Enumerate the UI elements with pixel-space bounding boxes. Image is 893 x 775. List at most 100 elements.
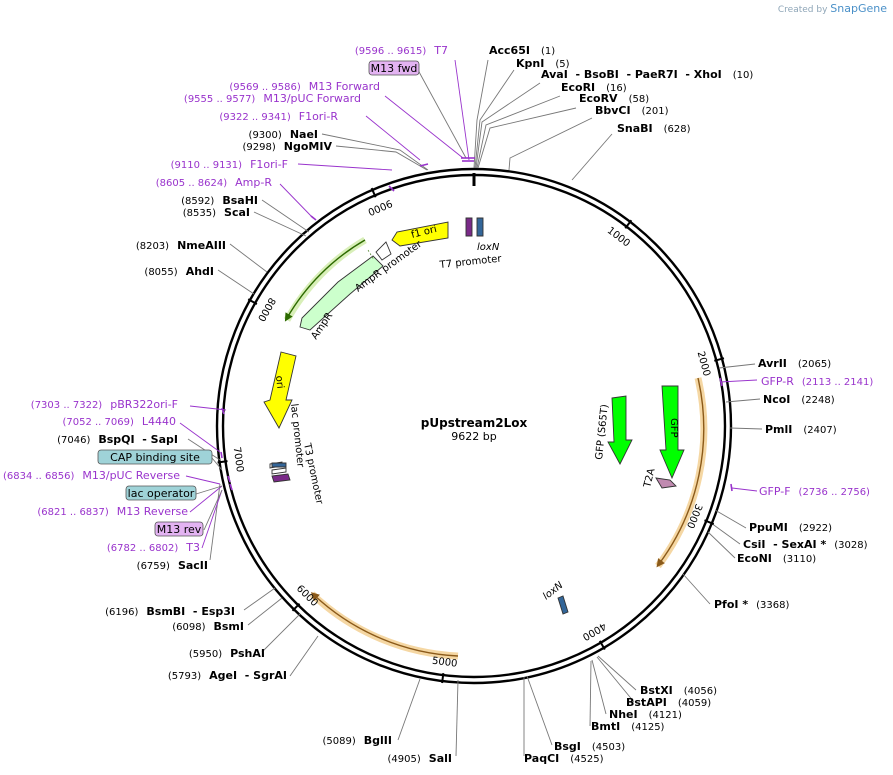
- site-csii-name: CsiI - SexAI *: [743, 538, 826, 551]
- primer-tick-gfpr: [719, 377, 723, 387]
- feature-label-t2a: T2A: [642, 467, 658, 490]
- orf-arc-right: [656, 377, 705, 568]
- site-bbvci-name: BbvCI: [595, 104, 631, 117]
- snapgene-brand: Created by SnapGene: [778, 2, 887, 15]
- leader-avai: [475, 82, 541, 169]
- leader-agei: [289, 635, 319, 677]
- site-snabi: SnaBI(628): [617, 122, 691, 135]
- feature-label-gfp-s65t: GFP (S65T): [594, 404, 611, 461]
- primer-m13puc-reverse: (6834 .. 6856)M13/pUC Reverse: [3, 469, 180, 482]
- site-naei: (9300)NaeI: [249, 128, 318, 141]
- primer-leaders: [179, 59, 758, 549]
- site-sali-pos: (4905): [388, 754, 421, 765]
- feature-gfp: [659, 385, 685, 480]
- leader-pmli: [729, 427, 763, 430]
- site-bmti: BmtI(4125): [591, 720, 665, 733]
- tick-mark: [441, 672, 445, 684]
- leader-naei: [321, 133, 429, 171]
- site-naei-pos: (9300): [249, 130, 282, 141]
- primer-amp-r-name: Amp-R: [235, 176, 272, 189]
- site-avai-name: AvaI - BsoBI - PaeR7I - XhoI: [541, 68, 722, 81]
- site-snabi-name: SnaBI: [617, 122, 653, 135]
- site-nmeaiii: (8203)NmeAIII: [136, 239, 226, 252]
- primer-gfp-r-name: GFP-R: [761, 375, 794, 388]
- site-sali: (4905) SalI: [388, 752, 452, 765]
- feature-cap-mark: [271, 462, 287, 468]
- site-bmti-name: BmtI: [591, 720, 620, 733]
- primer-f1ori-f-pos: (9110 .. 9131): [171, 160, 243, 171]
- primer-t7-name: T7: [433, 44, 448, 57]
- site-pmli-name: PmlI: [765, 423, 792, 436]
- leader-primer-pbr322: [189, 405, 227, 411]
- site-ncoi-name: NcoI: [763, 393, 790, 406]
- primer-l4440-name: L4440: [142, 415, 176, 428]
- site-bstxi-pos: (4056): [684, 686, 717, 697]
- leader-primer-gfpf: [731, 487, 758, 492]
- primer-gfp-r: GFP-R(2113 .. 2141): [761, 375, 873, 388]
- site-agei: (5793)AgeI - SgrAI: [168, 669, 287, 682]
- leader-m13rev-box: [203, 489, 223, 531]
- leader-primer-f1orif: [297, 163, 393, 171]
- leader-primer-m13puc-rev: [185, 475, 221, 485]
- leader-ngomiv: [335, 145, 428, 171]
- ampr-promoter-dash: [367, 249, 375, 261]
- site-ppumi-pos: (2922): [799, 523, 832, 534]
- tick-mark: [598, 640, 606, 651]
- primer-f1ori-f: (9110 .. 9131) F1ori-F: [171, 158, 288, 171]
- site-bsmi: (6098)BsmI: [172, 620, 244, 633]
- site-avai: AvaI - BsoBI - PaeR7I - XhoI(10): [541, 68, 753, 81]
- site-bbvci-pos: (201): [642, 106, 669, 117]
- primer-m13-forward-name: M13 Forward: [309, 80, 380, 93]
- site-bbvci: BbvCI (201): [595, 104, 669, 117]
- leader-primer-ampr: [279, 183, 314, 219]
- leader-kpni: [474, 69, 515, 169]
- site-avrii: AvrII(2065): [758, 357, 831, 370]
- primer-t3-pos: (6782 .. 6802): [107, 543, 179, 554]
- tick-label: 7000: [231, 446, 245, 473]
- primer-f1ori-f-name: F1ori-F: [250, 158, 288, 171]
- primer-m13puc-forward-pos: (9555 .. 9577): [184, 94, 256, 105]
- site-ngomiv-pos: (9298): [243, 142, 276, 153]
- primer-t7: (9596 .. 9615)T7: [355, 44, 448, 57]
- feature-m13rev-mark: [271, 473, 291, 483]
- site-sali-name: SalI: [429, 752, 452, 765]
- leader-bsgi: [526, 675, 553, 746]
- site-acc65i-pos: (1): [541, 46, 555, 57]
- site-bglii-pos: (5089): [323, 736, 356, 747]
- site-leaders: [473, 59, 763, 756]
- site-kpni: KpnI(5): [516, 57, 570, 70]
- leader-bbvci: [508, 117, 593, 171]
- leader-scai: [253, 211, 307, 237]
- site-ecori-pos: (16): [606, 83, 627, 94]
- leader-ecori: [476, 95, 561, 169]
- backbone-outer-strand: [215, 167, 733, 685]
- tick-label: 5000: [431, 656, 458, 670]
- m13-rev-box: [154, 521, 204, 537]
- primer-t3: (6782 .. 6802)T3: [107, 541, 200, 554]
- site-paqci-pos: (4525): [570, 754, 603, 765]
- leader-avrii: [718, 363, 756, 369]
- leader-bsahi: [261, 199, 310, 233]
- site-ppumi-name: PpuMI: [749, 521, 788, 534]
- features: [263, 217, 685, 615]
- feature-f1-ori: [391, 221, 449, 247]
- site-nhei-pos: (4121): [649, 710, 682, 721]
- leader-primer-t7: [454, 59, 470, 161]
- leader-bglii: [397, 678, 421, 741]
- site-ecorv-name: EcoRV: [579, 92, 618, 105]
- site-bsmbi-name: BsmBI - Esp3I: [146, 605, 235, 618]
- tick-label: 9000: [366, 197, 394, 217]
- sites-right: Acc65I(1) KpnI(5) AvaI - BsoBI - PaeR7I …: [489, 44, 868, 765]
- leader-econi: [707, 531, 736, 559]
- backbone: [215, 167, 733, 685]
- tick-mark: [714, 357, 725, 362]
- site-bsahi: (8592)BsaHI: [181, 194, 258, 207]
- primer-m13-forward: (9569 .. 9586) M13 Forward: [229, 80, 380, 93]
- feature-label-gfp: GFP: [668, 418, 679, 438]
- site-bstxi: BstXI(4056): [640, 684, 717, 697]
- primer-m13-reverse-name: M13 Reverse: [117, 505, 188, 518]
- site-ahdi-pos: (8055): [144, 267, 177, 278]
- primer-tick-ampr: [310, 215, 317, 221]
- site-ahdi-name: AhdI: [186, 265, 214, 278]
- primer-m13-forward-pos: (9569 .. 9586): [229, 82, 301, 93]
